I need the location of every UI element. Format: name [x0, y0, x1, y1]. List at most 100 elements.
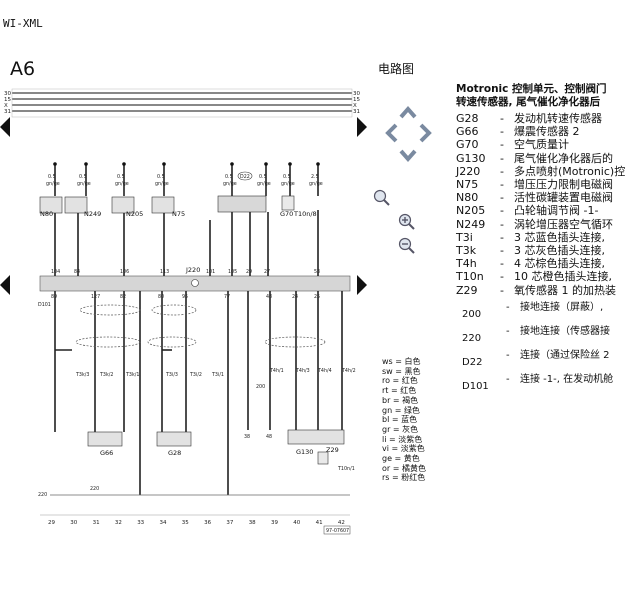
- legend-code: N80: [456, 191, 479, 205]
- legend-dash: -: [506, 302, 510, 313]
- legend-text: 4 芯棕色插头连接,: [514, 257, 605, 271]
- legend-text: 空气质量计: [514, 138, 569, 152]
- bus-label: X: [353, 103, 357, 109]
- column-number: 34: [160, 520, 167, 526]
- legend-entry: T3k-3 芯灰色插头连接,: [456, 242, 606, 258]
- wire-color-entry: rt = 红色: [382, 386, 417, 396]
- pin-number: 24: [292, 294, 298, 300]
- legend-ground-entry: D22-连接（通过保险丝 2: [462, 346, 612, 368]
- column-number: 31: [93, 520, 100, 526]
- wire-color-label: gn/ge: [77, 181, 91, 187]
- legend-dash: -: [506, 326, 510, 337]
- legend-entry: N205-凸轮轴调节阀 -1-: [456, 202, 606, 218]
- wire-color-entry: rs = 粉红色: [382, 473, 426, 483]
- legend-text: 10 芯橙色插头连接,: [514, 270, 612, 284]
- legend-text: 3 芯灰色插头连接,: [514, 244, 605, 257]
- column-number: 36: [204, 520, 211, 526]
- component-label: N80: [40, 210, 53, 218]
- wire-color-entry: br = 褐色: [382, 395, 419, 405]
- wire-color-entry: bl = 蓝色: [382, 415, 418, 425]
- component-label: N205: [126, 210, 143, 218]
- chevron-left-icon: [385, 123, 398, 143]
- zoom-in-button[interactable]: [397, 212, 415, 234]
- column-number: 37: [226, 520, 233, 526]
- pin-number: 25: [314, 294, 320, 300]
- triangle-left-icon: [0, 117, 10, 137]
- fuse-marker: [237, 171, 253, 181]
- legend-ground-entry: 220-接地连接（传感器接: [462, 322, 612, 344]
- wire-color-entry: or = 橘黄色: [382, 463, 426, 473]
- pin-number: 89: [51, 294, 57, 300]
- wire-size-label: 0.5: [157, 174, 165, 180]
- legend-entry: J220-多点喷射(Motronic)控: [456, 163, 625, 179]
- legend-dash: -: [500, 230, 504, 244]
- legend-dash: -: [500, 283, 504, 297]
- wire-color-entry: ro = 红色: [382, 376, 418, 386]
- nav-right-button-lower[interactable]: [357, 275, 367, 299]
- column-number: 35: [182, 520, 189, 526]
- connector-label: T3i/1: [211, 372, 224, 378]
- legend-entry: G66-爆震传感器 2: [456, 123, 606, 139]
- bus-label: 30: [4, 91, 11, 97]
- triangle-left-icon: [0, 275, 10, 295]
- wire-color-label: gn/ge: [155, 181, 169, 187]
- legend-text: 爆震传感器 2: [514, 125, 580, 139]
- legend-code: N205: [456, 204, 486, 218]
- page-right-button[interactable]: [418, 122, 434, 148]
- nav-left-button[interactable]: [0, 117, 10, 141]
- legend-code: Z29: [456, 283, 478, 297]
- zoom-fit-button[interactable]: [372, 188, 390, 210]
- legend-entry: N249-涡轮增压器空气循环: [456, 216, 613, 232]
- legend-code: D101: [462, 381, 489, 392]
- page-left-button[interactable]: [383, 122, 399, 148]
- legend-text: 尾气催化净化器后的: [514, 151, 613, 165]
- column-number: 40: [293, 520, 300, 526]
- pin-number: 53: [314, 269, 320, 275]
- legend-entry: T4h-4 芯棕色插头连接,: [456, 255, 606, 271]
- column-number: 29: [48, 520, 55, 526]
- column-number: 38: [249, 520, 256, 526]
- pin-number: 80: [158, 294, 164, 300]
- page-down-button[interactable]: [398, 148, 418, 168]
- fuse-label: D22: [240, 174, 250, 180]
- connector-label: T4h/1: [269, 368, 284, 374]
- legend-entry: N80 -活性碳罐装置电磁阀: [456, 189, 613, 205]
- legend-dash: -: [500, 178, 504, 191]
- legend-dash: -: [500, 217, 504, 231]
- legend-dash: -: [500, 125, 504, 139]
- legend-entry: T10n-10 芯橙色插头连接,: [456, 268, 612, 284]
- nav-right-button[interactable]: [357, 117, 367, 141]
- legend-dash: -: [500, 191, 504, 205]
- bus-label: 31: [4, 109, 11, 115]
- zoom-out-button[interactable]: [397, 236, 415, 258]
- column-number: 30: [70, 520, 77, 526]
- legend-entry: Z29-氧传感器 1 的加热装: [456, 282, 616, 298]
- legend-dash: -: [500, 270, 504, 284]
- chevron-up-icon: [399, 105, 417, 119]
- triangle-right-icon: [357, 275, 367, 295]
- legend-text: 活性碳罐装置电磁阀: [514, 191, 613, 205]
- wire-size-label: 2.5: [311, 174, 319, 180]
- component-label: G28: [168, 449, 181, 457]
- pin-number: 95: [182, 294, 188, 300]
- bus-label: 30: [353, 91, 360, 97]
- legend-entry: T3i-3 芯蓝色插头连接,: [456, 229, 606, 245]
- chevron-right-icon: [419, 123, 432, 143]
- pin-number: 29: [246, 269, 252, 275]
- legend-text: 接地连接（传感器接: [520, 326, 610, 337]
- wire-color-entry: vi = 淡紫色: [382, 444, 425, 454]
- pin-number: 48: [266, 294, 272, 300]
- ground-symbol-icon: [191, 279, 199, 287]
- wire-color-entry: ge = 黄色: [382, 454, 420, 463]
- legend-text: 连接 -1-, 在发动机舱: [520, 374, 614, 385]
- chevron-down-icon: [399, 149, 417, 163]
- page-up-button[interactable]: [398, 104, 418, 124]
- legend-text: 3 芯蓝色插头连接,: [514, 230, 605, 244]
- legend-text: 凸轮轴调节阀 -1-: [514, 204, 599, 218]
- pin-number: 104: [51, 269, 60, 275]
- terminal-label: 38: [244, 434, 250, 440]
- legend-dash: -: [500, 257, 504, 271]
- nav-left-button-lower[interactable]: [0, 275, 10, 299]
- legend-dash: -: [500, 204, 504, 218]
- connector-label: T3k/3: [75, 372, 89, 378]
